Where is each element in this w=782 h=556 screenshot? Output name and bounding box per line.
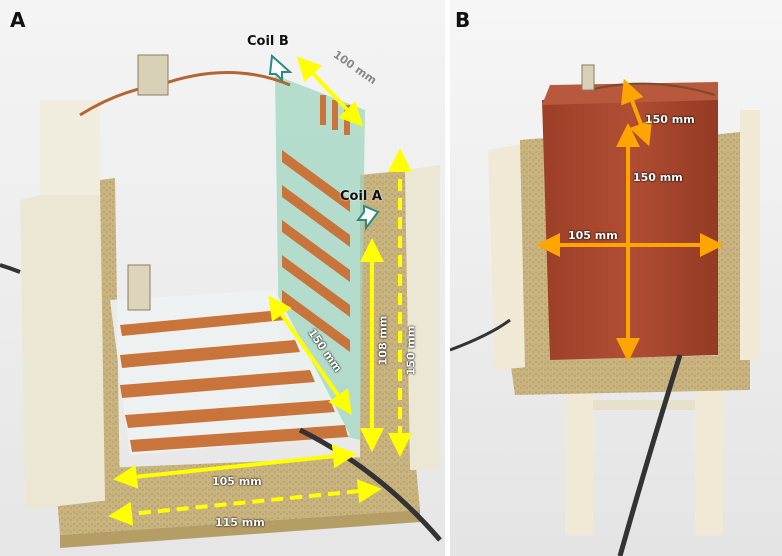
dim-108mm-label: 108 mm	[376, 315, 390, 366]
coil-a-pointer-icon	[356, 204, 380, 231]
left-wall	[20, 180, 110, 510]
stand-leg-left	[565, 385, 593, 535]
dim-150mm-mid-label: 150 mm	[633, 171, 683, 184]
dim-150mm-top-label: 150 mm	[645, 113, 695, 126]
panel-a-photo	[0, 0, 445, 556]
arrow-150mm-top	[621, 78, 652, 147]
arrow-100mm	[296, 56, 364, 127]
right-wall	[712, 132, 745, 362]
dim-105mm-label-b: 105 mm	[568, 229, 618, 242]
connector	[137, 54, 169, 96]
coil-b-pointer-icon	[268, 53, 293, 83]
dim-150mm-vert-label: 150 mm	[404, 325, 418, 376]
panel-letter-b: B	[455, 8, 471, 32]
cable	[298, 427, 442, 542]
panel-letter-a: A	[10, 8, 26, 32]
panel-a: A Coil B Coil A 100 mm 150 mm 108 mm 150…	[0, 0, 445, 556]
panel-b: B 150 mm 150 mm 105 mm	[450, 0, 782, 556]
base-plate	[510, 355, 750, 395]
panel-b-photo	[450, 0, 782, 556]
dim-105mm-label: 105 mm	[212, 475, 262, 488]
coil-a-label: Coil A	[340, 189, 382, 204]
dim-115mm-label: 115 mm	[215, 516, 265, 529]
coil-b-label: Coil B	[247, 34, 289, 49]
arrow-105mm	[113, 444, 357, 489]
stand-leg-right	[695, 385, 723, 535]
cable	[617, 354, 683, 556]
arrow-150mm-diag	[268, 295, 352, 415]
arrow-115mm	[108, 479, 382, 526]
connector	[581, 64, 595, 91]
